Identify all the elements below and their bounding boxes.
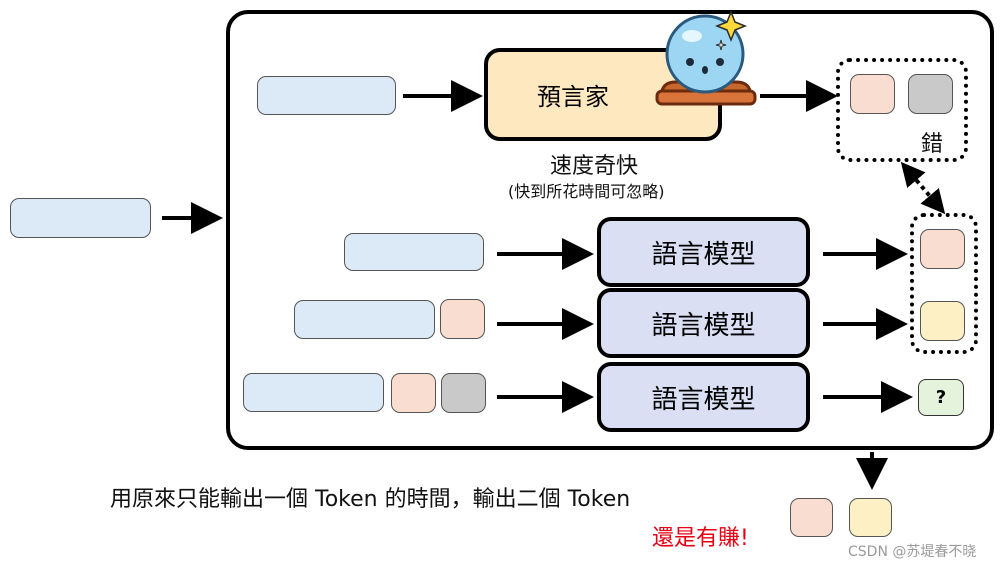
- compare-dotted-arrow: [900, 161, 946, 215]
- language-model-2-label: 語言模型: [651, 310, 756, 341]
- lm2-output-token-yellow: [920, 301, 965, 341]
- final-token-yellow: [849, 498, 892, 537]
- oracle-label: 預言家: [537, 83, 609, 111]
- footer-highlight: 還是有賺!: [652, 526, 749, 551]
- language-model-3-label: 語言模型: [651, 384, 756, 415]
- oracle-caption: 速度奇快: [550, 154, 639, 179]
- language-model-1: 語言模型: [597, 217, 810, 287]
- lm2-input-sequence: [294, 300, 435, 339]
- final-token-peach: [790, 498, 833, 537]
- lm3-input-token-peach: [391, 373, 436, 413]
- oracle-input-sequence: [257, 76, 396, 115]
- lm3-input-sequence: [243, 373, 384, 412]
- oracle-subcaption: (快到所花時間可忽略): [508, 182, 665, 201]
- language-model-3: 語言模型: [597, 362, 810, 432]
- lm2-input-token-peach: [440, 299, 485, 339]
- oracle-token-peach: [850, 74, 895, 114]
- lm1-input-sequence: [344, 233, 484, 271]
- watermark: CSDN @苏堤春不晓: [848, 544, 977, 560]
- lm3-input-token-gray: [441, 373, 486, 413]
- footer-statement: 用原來只能輸出一個 Token 的時間，輸出二個 Token: [110, 487, 631, 512]
- oracle-output-group: [836, 58, 968, 162]
- language-model-1-label: 語言模型: [651, 239, 756, 270]
- lm1-output-token-peach: [920, 229, 965, 269]
- crystal-ball-icon: [655, 9, 757, 106]
- language-model-2: 語言模型: [597, 288, 810, 358]
- oracle-output-label: 錯: [921, 132, 944, 157]
- lm3-output-unknown: ?: [918, 379, 964, 416]
- system-frame: [226, 10, 994, 450]
- oracle-token-gray: [908, 74, 953, 114]
- lm-output-group: [910, 213, 978, 354]
- input-sequence: [10, 198, 151, 238]
- unknown-token-label: ?: [935, 387, 947, 408]
